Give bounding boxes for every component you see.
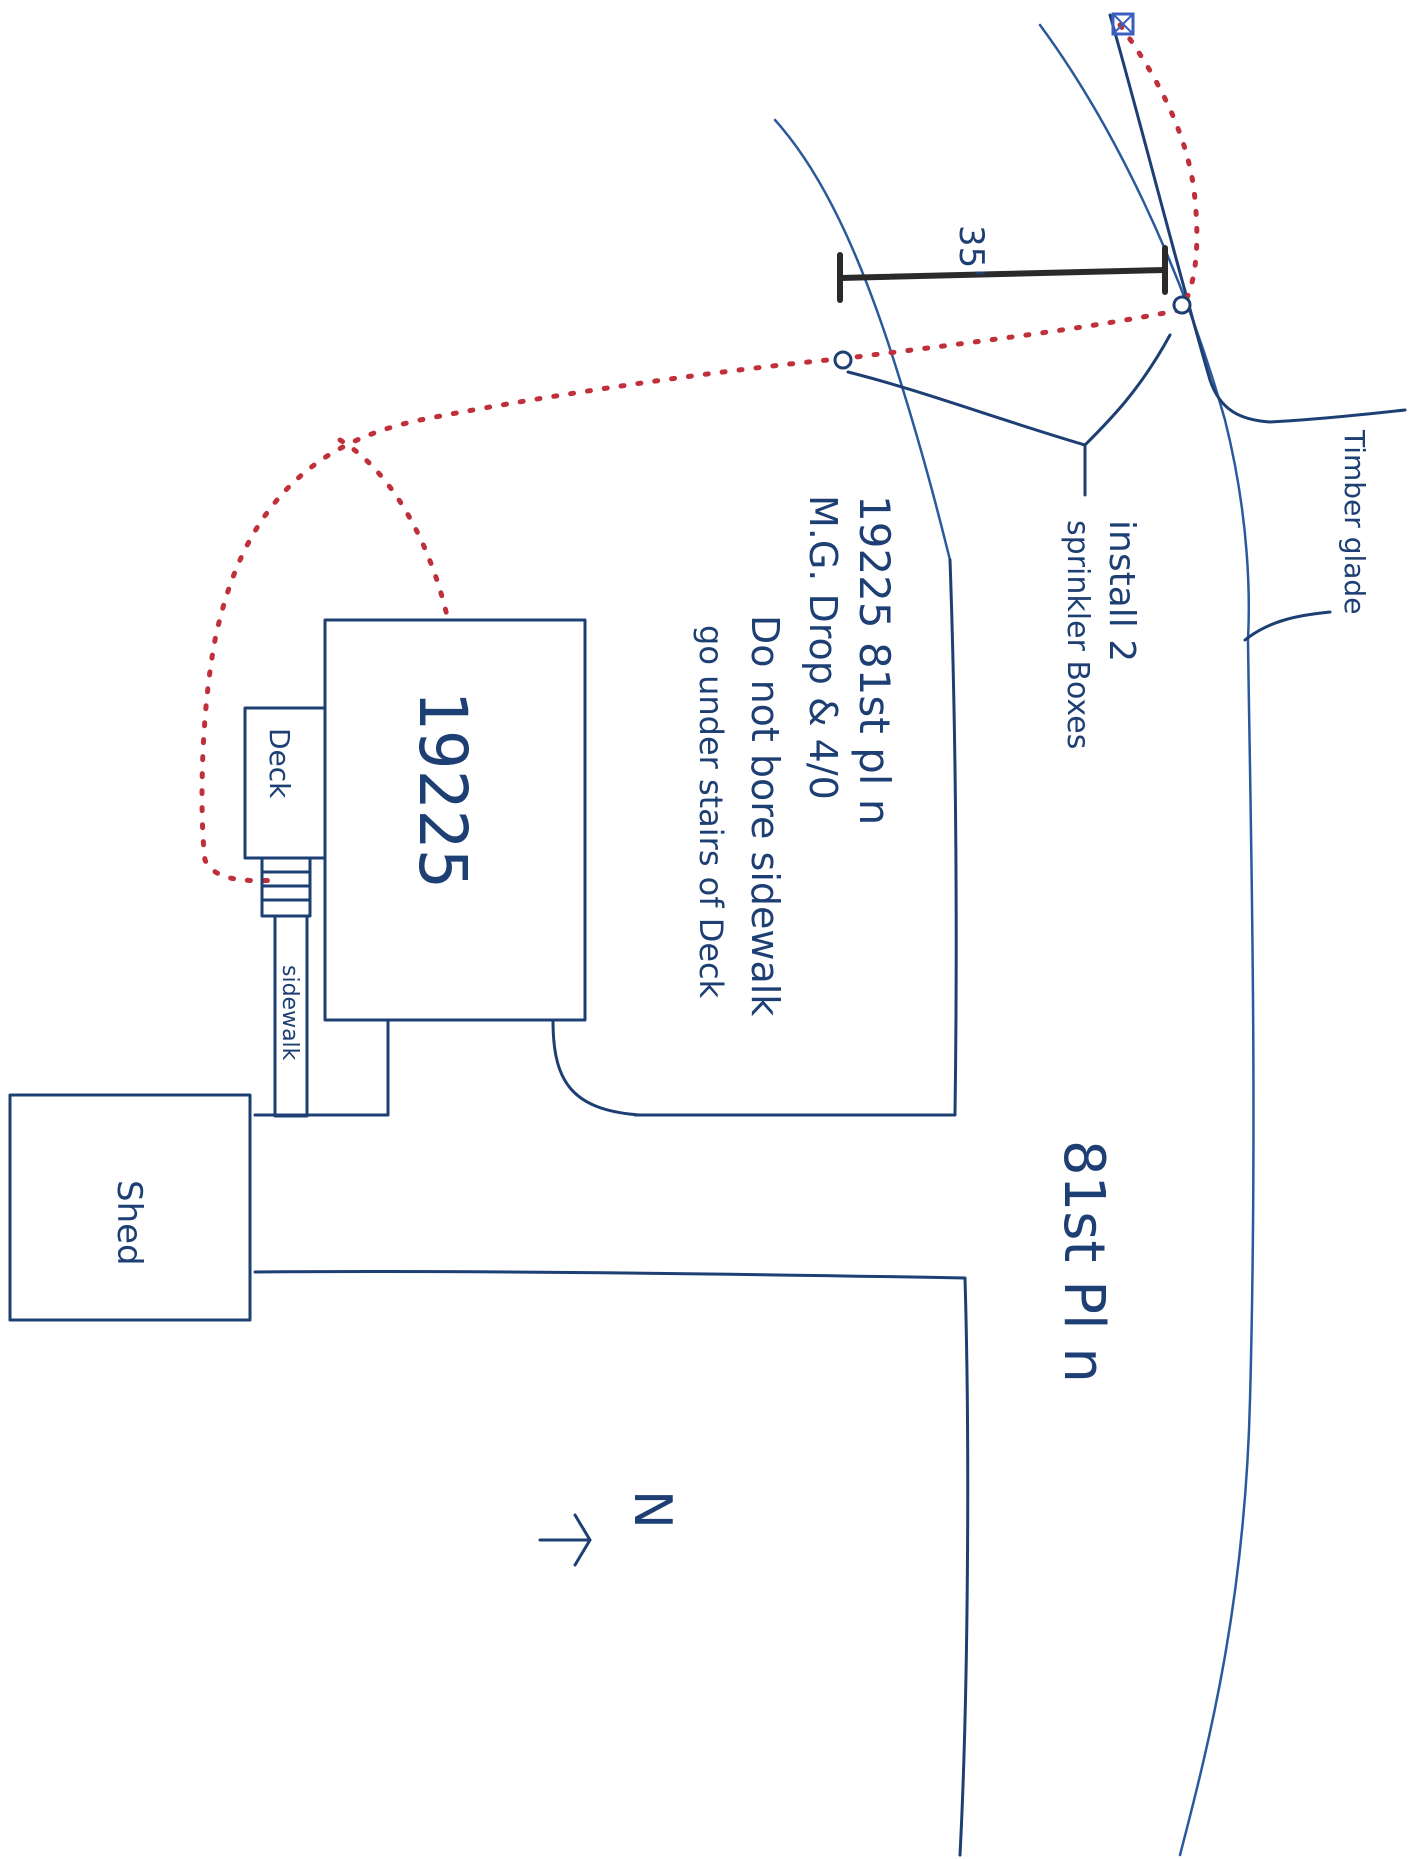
address-label: 19225 81st pl n [850, 495, 899, 825]
driveway-edge-right [551, 1018, 642, 1117]
dimension-label: 35' [951, 225, 991, 278]
shed-outline [8, 1093, 252, 1322]
timber-glade-label: Timber glade [1338, 429, 1371, 614]
sidewalk-outline [273, 914, 309, 1118]
sprinkler-note-line-1: install 2 [1101, 520, 1142, 662]
street-81st-label: 81st Pl n [1051, 1140, 1116, 1383]
timber-glade-corner [1243, 610, 1332, 642]
pedestal-marker-x2 [1112, 13, 1134, 35]
service-route [199, 22, 1200, 884]
notes-line-3: go under stairs of Deck [692, 625, 730, 999]
curb-line-outer [1038, 23, 1255, 1857]
sprinkler-line [846, 333, 1172, 447]
meter-point-left [833, 350, 853, 370]
service-route-branch [337, 437, 451, 623]
meter-point-right [1172, 295, 1192, 315]
pedestal-marker [1111, 12, 1135, 36]
dimension-bar [837, 267, 1168, 281]
notes-line-1: M.G. Drop & 4/0 [801, 495, 845, 800]
timber-glade-street-line [1108, 13, 1407, 424]
north-arrow-head [573, 1513, 592, 1567]
house-number-label: 19225 [404, 690, 481, 889]
sidewalk-label: sidewalk [277, 965, 302, 1061]
property-line-right [633, 558, 958, 1117]
lot-line-lower [253, 1270, 970, 1857]
notes-line-2: Do not bore sidewalk [743, 615, 787, 1016]
deck-label: Deck [263, 728, 296, 799]
north-label: N [622, 1490, 682, 1529]
north-arrow: N [538, 1490, 682, 1567]
curb-line-inner [773, 118, 952, 562]
sprinkler-note-line-2: sprinkler Boxes [1060, 520, 1095, 749]
shed-label: Shed [109, 1180, 149, 1266]
